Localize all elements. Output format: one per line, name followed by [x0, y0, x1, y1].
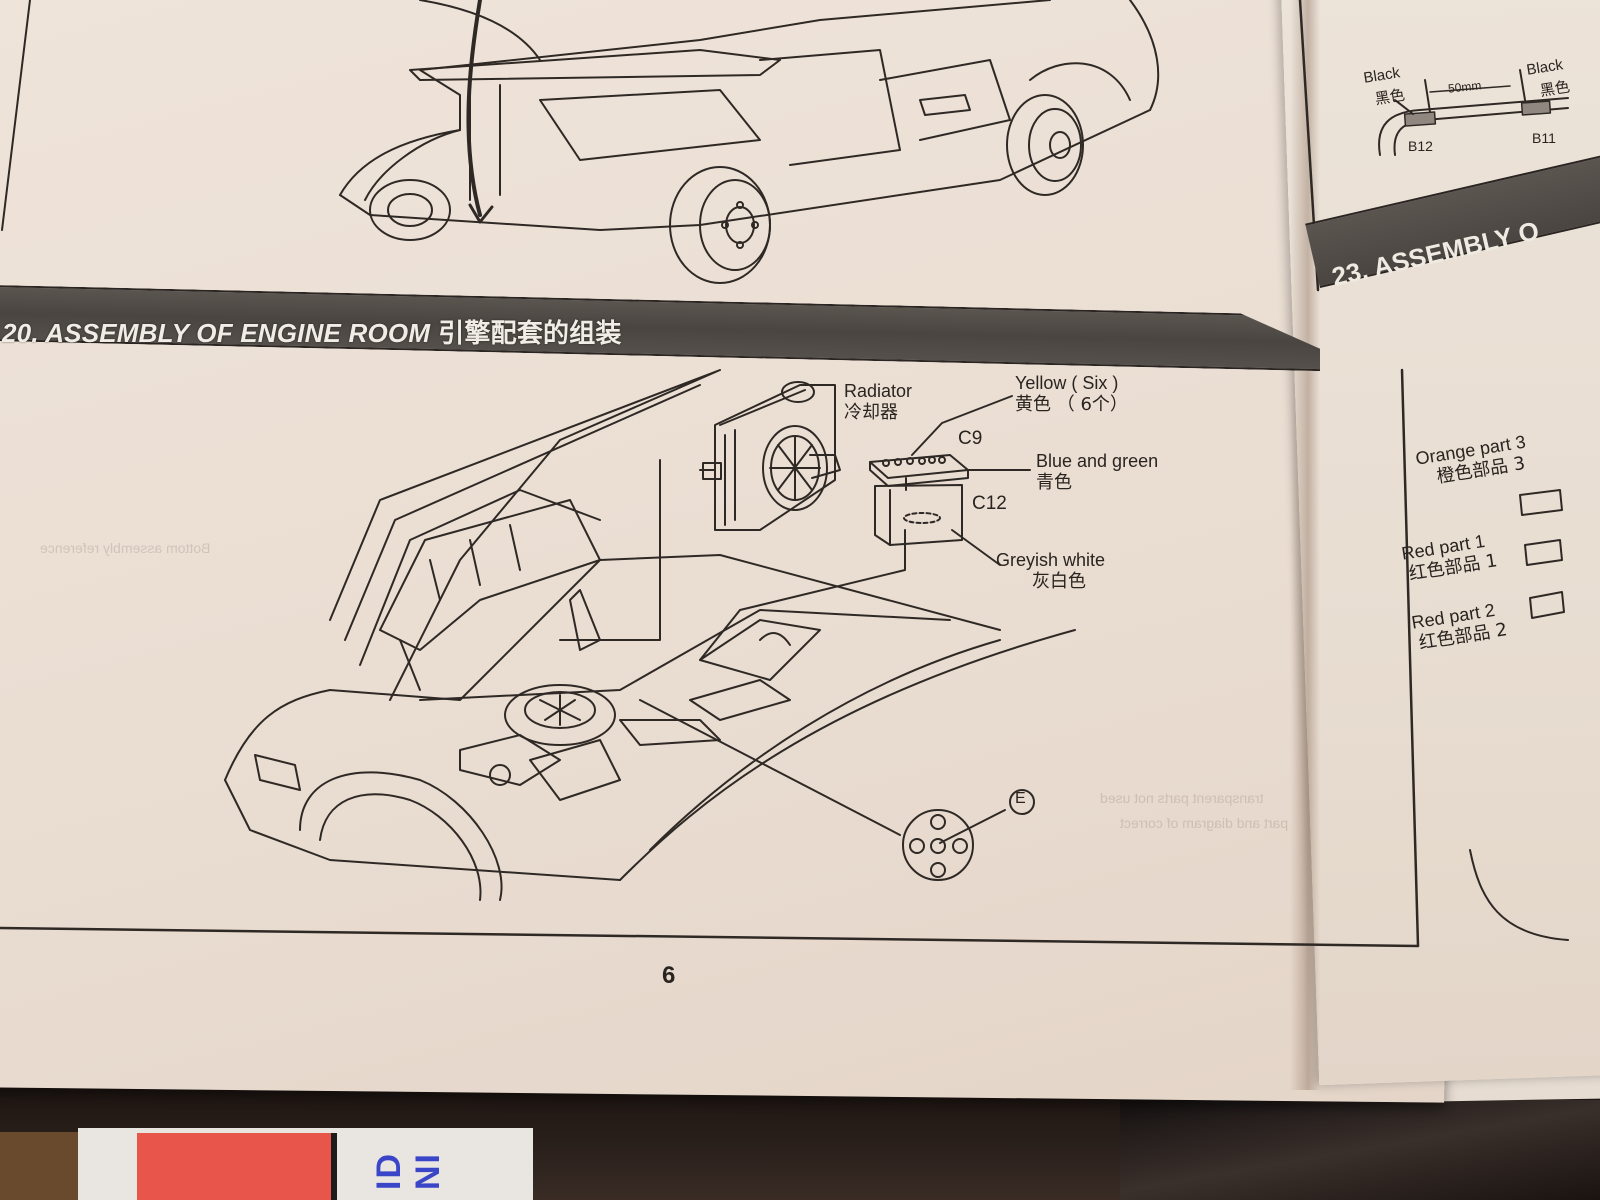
section-20-title-zh: 引擎配套的组装 [438, 319, 622, 349]
page-number: 6 [662, 962, 676, 989]
part-code-c9: C9 [958, 428, 983, 449]
callout-yellow-zh: 黄色 （ 6个） [1015, 394, 1128, 415]
decal-red-block [137, 1133, 337, 1200]
part-code-b12: B12 [1408, 138, 1433, 154]
callout-greyish-white-en: Greyish white [996, 550, 1106, 570]
callout-greyish-white: Greyish white 灰白色 [996, 549, 1105, 593]
callout-blue-green: Blue and green 青色 [1036, 450, 1158, 494]
engine-room-drawing [224, 369, 1076, 901]
callout-greyish-white-zh: 灰白色 [1032, 571, 1086, 592]
callout-blue-green-en: Blue and green [1036, 451, 1159, 471]
callout-black-b12: Black 黑色 [1362, 64, 1407, 109]
section-20-title-en: 20. ASSEMBLY OF ENGINE ROOM [2, 318, 431, 348]
tube-part-drawing [1378, 69, 1569, 941]
page-gutter [1290, 0, 1320, 1090]
callout-blue-green-zh: 青色 [1036, 472, 1072, 493]
callout-yellow-en: Yellow ( Six ) [1015, 373, 1119, 393]
car-rear-drawing [339, 0, 1160, 284]
detail-marker-e: E [1015, 790, 1026, 807]
plastic-bag [1120, 1100, 1600, 1200]
cardboard-box [0, 1132, 80, 1200]
callout-yellow: Yellow ( Six ) 黄色 （ 6个） [1015, 372, 1128, 416]
part-code-b11: B11 [1532, 130, 1556, 146]
callout-radiator: Radiator 冷却器 [844, 380, 912, 424]
callout-black-b11: Black 黑色 [1525, 56, 1572, 100]
callout-radiator-zh: 冷却器 [844, 402, 898, 423]
callout-radiator-en: Radiator [844, 381, 913, 401]
part-code-c12: C12 [972, 493, 1007, 514]
